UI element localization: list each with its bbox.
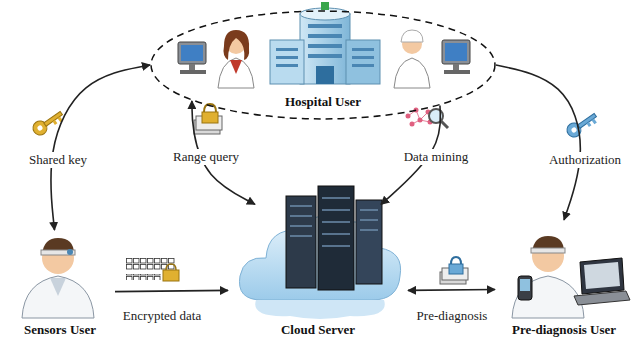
pre-diagnosis-user-node: Pre-diagnosis User bbox=[495, 220, 633, 342]
hospital-building bbox=[270, 2, 380, 84]
doctor-computer-right bbox=[394, 30, 470, 88]
edge-label: Shared key bbox=[27, 152, 89, 168]
edge-label: Pre-diagnosis bbox=[415, 308, 490, 324]
shared-key-icon bbox=[30, 107, 65, 137]
node-label: Cloud Server bbox=[281, 322, 355, 338]
sensors-user-figure bbox=[22, 238, 94, 318]
doctor-computer-left bbox=[178, 30, 254, 88]
edge-label: Range query bbox=[171, 149, 241, 165]
sensors-user-node: Sensors User bbox=[5, 230, 115, 342]
edge-label: Authorization bbox=[547, 152, 623, 168]
node-label: Sensors User bbox=[24, 322, 96, 338]
connector-arrow bbox=[496, 65, 580, 220]
encrypted-data-icon bbox=[126, 258, 179, 281]
pre-diagnosis-lock-icon bbox=[440, 257, 468, 284]
connector-arrow bbox=[408, 289, 495, 291]
hospital-user-group: Hospital User bbox=[150, 10, 496, 120]
node-label: Pre-diagnosis User bbox=[512, 322, 616, 338]
cloud-server-node: Cloud Server bbox=[228, 170, 408, 342]
node-label: Hospital User bbox=[285, 94, 361, 110]
edge-label: Encrypted data bbox=[121, 308, 203, 324]
query-lock-icon bbox=[194, 104, 222, 134]
connector-arrow bbox=[51, 65, 150, 230]
cloud-server-icon bbox=[239, 186, 400, 319]
pre-diagnosis-user-figure bbox=[512, 236, 630, 318]
authorization-key-icon bbox=[564, 109, 599, 139]
edge-label: Data mining bbox=[402, 149, 471, 165]
connector-arrow bbox=[115, 290, 228, 291]
